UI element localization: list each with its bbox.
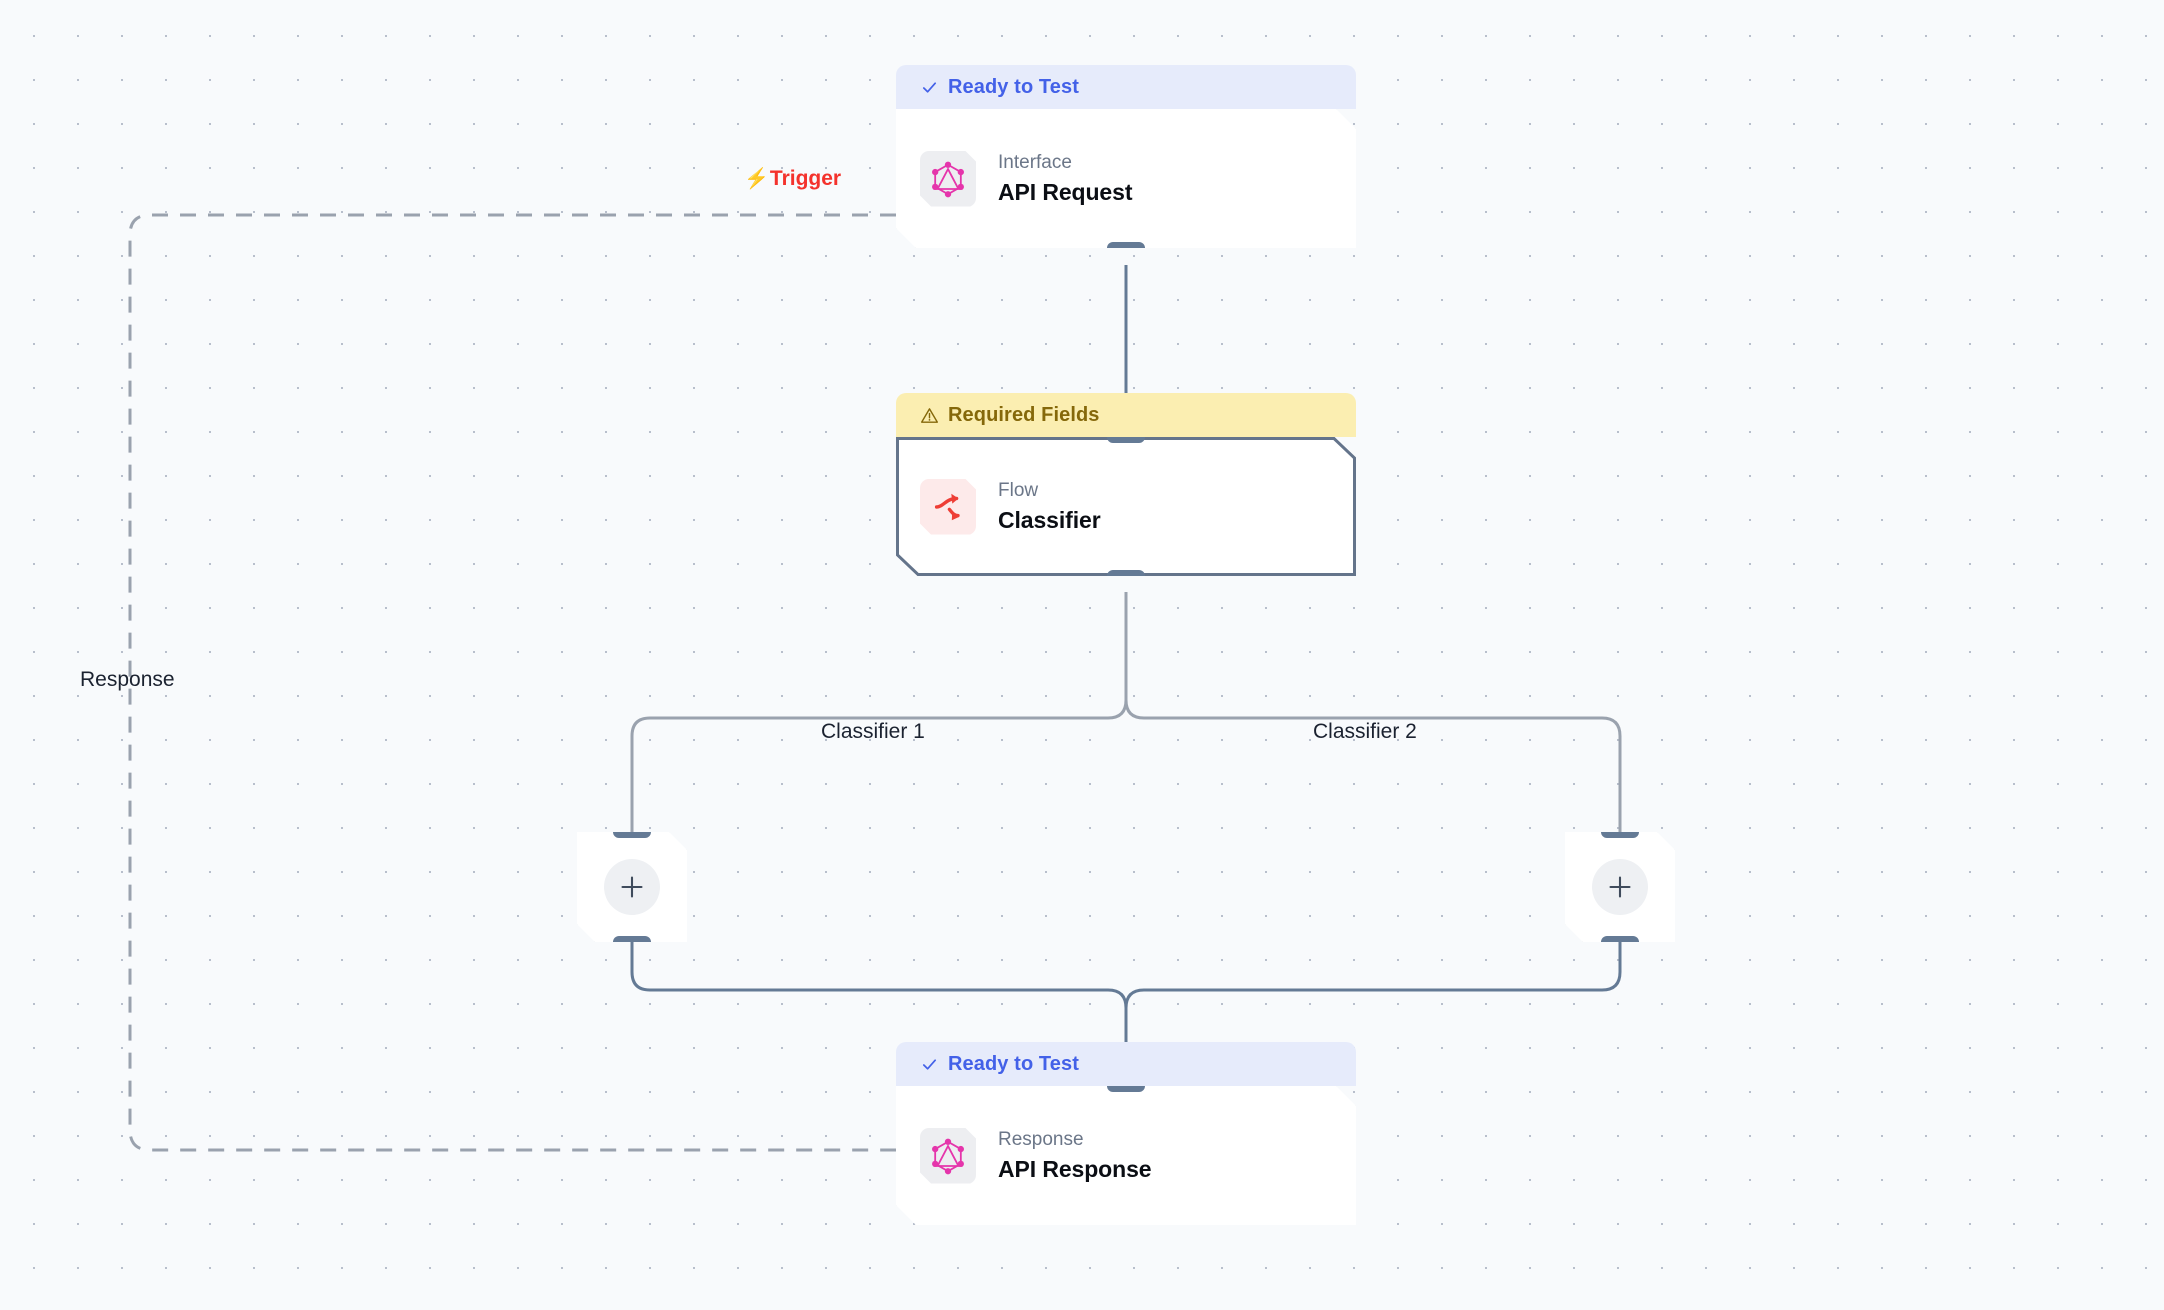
handle-source-add-1[interactable] bbox=[613, 936, 651, 948]
handle-source-classifier[interactable] bbox=[1107, 570, 1145, 582]
plus-icon bbox=[619, 874, 645, 900]
node-card-api-request[interactable]: Interface API Request bbox=[896, 109, 1356, 248]
node-api-request[interactable]: Ready to Test bbox=[896, 65, 1356, 248]
node-text-api-response: Response API Response bbox=[998, 1128, 1151, 1184]
graphql-icon bbox=[920, 151, 976, 207]
check-icon bbox=[920, 1055, 939, 1074]
add-button-branch-2[interactable] bbox=[1592, 859, 1648, 915]
status-badge-api-response: Ready to Test bbox=[896, 1042, 1356, 1086]
node-kind-label: Response bbox=[998, 1128, 1084, 1150]
branch-label-left: Classifier 1 bbox=[821, 720, 925, 743]
edge-classifier-branch-1 bbox=[630, 592, 1128, 832]
add-node-branch-1[interactable] bbox=[577, 832, 687, 942]
status-badge-api-request: Ready to Test bbox=[896, 65, 1356, 109]
handle-target-add-2[interactable] bbox=[1601, 826, 1639, 838]
warning-triangle-icon bbox=[920, 406, 939, 425]
status-badge-text: Required Fields bbox=[948, 403, 1100, 426]
node-title-label: Classifier bbox=[998, 506, 1101, 533]
node-kind-label: Flow bbox=[998, 479, 1039, 501]
status-badge-classifier: Required Fields bbox=[896, 393, 1356, 437]
node-api-response[interactable]: Ready to Test bbox=[896, 1042, 1356, 1225]
edge-branch-1-to-response bbox=[630, 940, 1128, 1042]
node-title-label: API Request bbox=[998, 178, 1133, 205]
response-label: Response bbox=[80, 668, 175, 691]
edge-classifier-branch-2 bbox=[1124, 592, 1622, 832]
handle-source-api-request[interactable] bbox=[1107, 242, 1145, 254]
flow-split-icon bbox=[920, 479, 976, 535]
add-node-branch-2[interactable] bbox=[1565, 832, 1675, 942]
node-kind-label: Interface bbox=[998, 151, 1072, 173]
graphql-icon bbox=[920, 1128, 976, 1184]
trigger-label: ⚡Trigger bbox=[744, 167, 841, 191]
add-button-branch-1[interactable] bbox=[604, 859, 660, 915]
node-title-label: API Response bbox=[998, 1155, 1152, 1182]
plus-icon bbox=[1607, 874, 1633, 900]
check-icon bbox=[920, 78, 939, 97]
handle-source-add-2[interactable] bbox=[1601, 936, 1639, 948]
node-classifier[interactable]: Required Fields bbox=[896, 393, 1356, 576]
node-card-classifier[interactable]: Flow Classifier bbox=[896, 437, 1356, 576]
node-text-api-request: Interface API Request bbox=[998, 151, 1132, 207]
status-badge-text: Ready to Test bbox=[948, 1052, 1079, 1075]
branch-label-right: Classifier 2 bbox=[1313, 720, 1417, 743]
trigger-response-dashed-edge bbox=[128, 213, 896, 1152]
edge-branch-2-to-response bbox=[1124, 940, 1622, 1042]
bolt-icon: ⚡ bbox=[744, 168, 769, 190]
node-card-api-response[interactable]: Response API Response bbox=[896, 1086, 1356, 1225]
status-badge-text: Ready to Test bbox=[948, 75, 1079, 98]
node-text-classifier: Flow Classifier bbox=[998, 479, 1101, 535]
trigger-label-text: Trigger bbox=[769, 167, 842, 190]
handle-target-add-1[interactable] bbox=[613, 826, 651, 838]
